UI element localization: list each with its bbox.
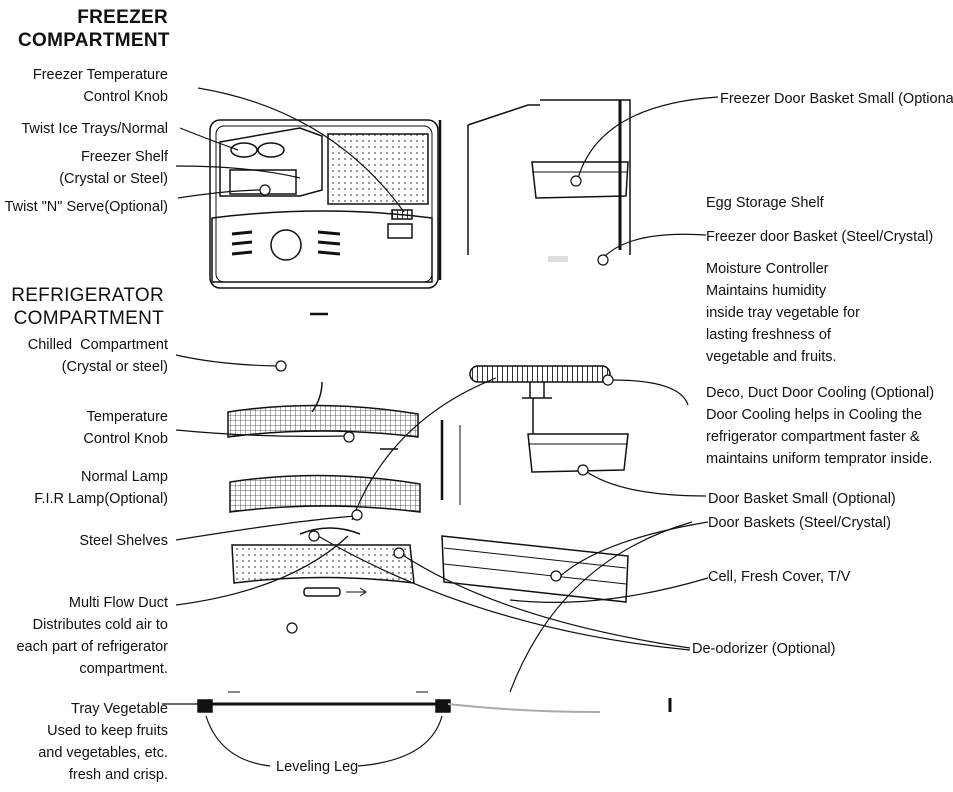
freezer-door-illustration [438, 99, 631, 280]
label-freezer-door-basket: Freezer door Basket (Steel/Crystal) [706, 229, 934, 245]
base-illustration [197, 691, 601, 713]
label-multi-flow-duct: Multi Flow Duct Distributes cold air to … [16, 595, 168, 677]
label-steel-shelves: Steel Shelves [79, 533, 168, 549]
label-tray-vegetable: Tray Vegetable Used to keep fruits and v… [38, 701, 168, 783]
label-freezer-temperature-control-knob: Freezer Temperature Control Knob [32, 67, 168, 105]
label-twist-n-serve: Twist "N" Serve(Optional) [4, 199, 168, 215]
refrigerator-door-illustration [440, 365, 672, 712]
label-freezer-door-basket-small: Freezer Door Basket Small (Optional) [720, 91, 953, 107]
label-temperature-control-knob: Temperature Control Knob [83, 409, 168, 447]
label-lamp: Normal Lamp F.I.R Lamp(Optional) [34, 469, 168, 507]
label-door-basket-small: Door Basket Small (Optional) [708, 491, 896, 507]
label-deco-duct-door-cooling: Deco, Duct Door Cooling (Optional) Door … [706, 385, 935, 467]
label-chilled-compartment: Chilled Compartment (Crystal or steel) [27, 337, 168, 375]
label-twist-ice-trays: Twist Ice Trays/Normal [21, 121, 168, 137]
leader-lines [161, 87, 719, 767]
callout-points [259, 175, 614, 634]
label-moisture-controller: Moisture Controller Maintains humidity i… [706, 261, 860, 365]
refrigerator-shelves-illustration [227, 312, 421, 597]
label-leveling-leg: Leveling Leg [276, 759, 359, 775]
refrigerator-compartment-heading: REFRIGERATOR COMPARTMENT [11, 285, 164, 329]
label-cell-fresh-cover: Cell, Fresh Cover, T/V [708, 569, 851, 585]
label-egg-storage-shelf: Egg Storage Shelf [706, 195, 824, 211]
label-door-baskets: Door Baskets (Steel/Crystal) [708, 515, 891, 531]
label-deodorizer: De-odorizer (Optional) [692, 641, 836, 657]
freezer-compartment-illustration [209, 119, 439, 289]
freezer-compartment-heading: FREEZER COMPARTMENT [18, 7, 170, 51]
label-freezer-shelf: Freezer Shelf (Crystal or Steel) [59, 149, 168, 187]
